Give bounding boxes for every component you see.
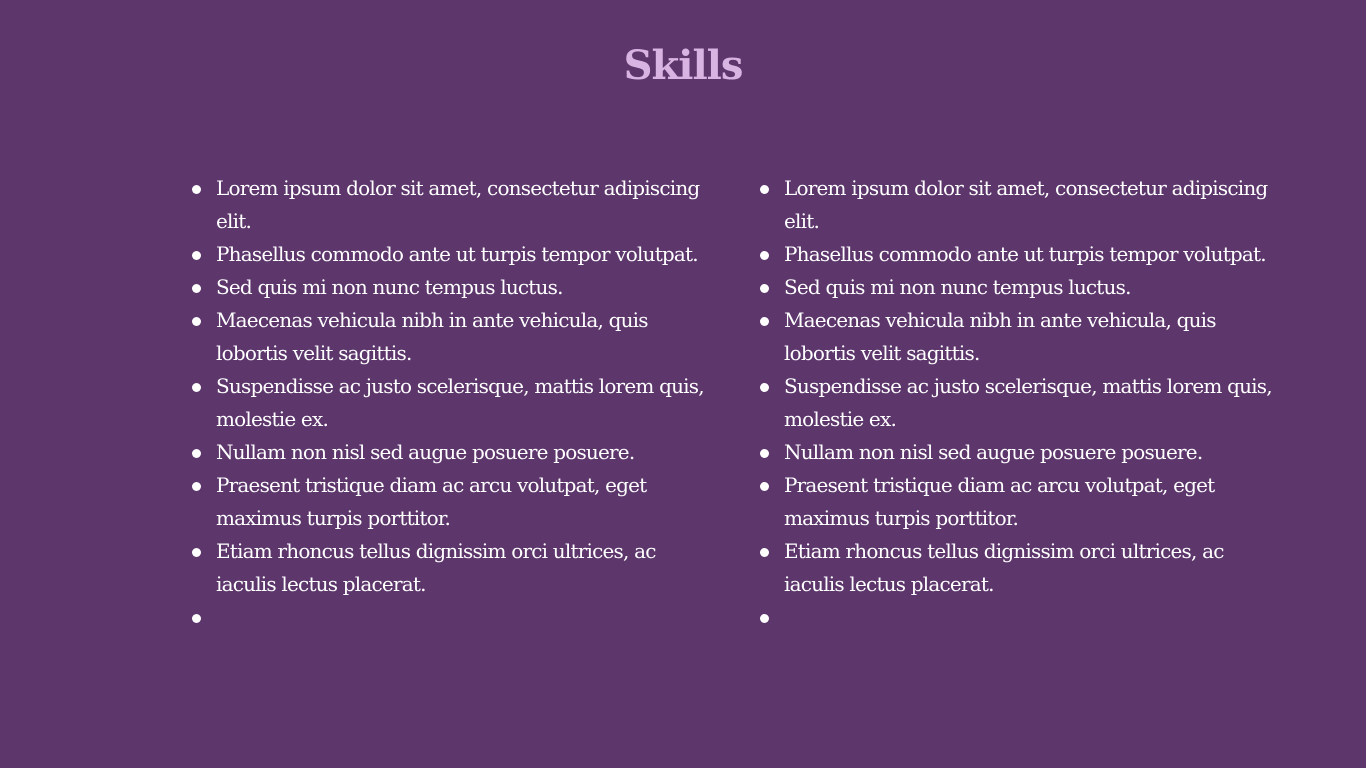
bullet-dot-icon	[192, 383, 201, 392]
list-item: Lorem ipsum dolor sit amet, consectetur …	[192, 172, 712, 238]
bullet-dot-icon	[760, 614, 769, 623]
list-item-text: Lorem ipsum dolor sit amet, consectetur …	[784, 176, 1268, 233]
skills-list-left: Lorem ipsum dolor sit amet, consectetur …	[192, 172, 712, 634]
list-item-text: Maecenas vehicula nibh in ante vehicula,…	[216, 308, 649, 365]
list-item-text: Suspendisse ac justo scelerisque, mattis…	[216, 374, 705, 431]
list-item-text: Etiam rhoncus tellus dignissim orci ultr…	[216, 539, 656, 596]
bullet-dot-icon	[192, 317, 201, 326]
list-item-text: Etiam rhoncus tellus dignissim orci ultr…	[784, 539, 1224, 596]
list-item: Sed quis mi non nunc tempus luctus.	[760, 271, 1280, 304]
list-item-text: Praesent tristique diam ac arcu volutpat…	[216, 473, 647, 530]
list-item: Nullam non nisl sed augue posuere posuer…	[760, 436, 1280, 469]
bullet-dot-icon	[192, 449, 201, 458]
list-item-text: Suspendisse ac justo scelerisque, mattis…	[784, 374, 1273, 431]
list-item: Sed quis mi non nunc tempus luctus.	[192, 271, 712, 304]
list-item: Phasellus commodo ante ut turpis tempor …	[192, 238, 712, 271]
list-item-text: Nullam non nisl sed augue posuere posuer…	[784, 440, 1203, 464]
list-item: Etiam rhoncus tellus dignissim orci ultr…	[192, 535, 712, 601]
list-item: Maecenas vehicula nibh in ante vehicula,…	[192, 304, 712, 370]
bullet-dot-icon	[760, 383, 769, 392]
bullet-dot-icon	[760, 482, 769, 491]
bullet-dot-icon	[760, 548, 769, 557]
list-item-text: Praesent tristique diam ac arcu volutpat…	[784, 473, 1215, 530]
list-item-empty	[192, 601, 712, 634]
list-item-text: Maecenas vehicula nibh in ante vehicula,…	[784, 308, 1217, 365]
bullet-dot-icon	[192, 251, 201, 260]
bullet-dot-icon	[192, 614, 201, 623]
list-item-empty	[760, 601, 1280, 634]
slide-title: Skills	[623, 42, 744, 89]
bullet-dot-icon	[192, 284, 201, 293]
list-item-text: Sed quis mi non nunc tempus luctus.	[216, 275, 563, 299]
list-item-text: Phasellus commodo ante ut turpis tempor …	[216, 242, 699, 266]
bullet-dot-icon	[192, 548, 201, 557]
bullet-dot-icon	[192, 185, 201, 194]
list-item: Lorem ipsum dolor sit amet, consectetur …	[760, 172, 1280, 238]
list-item: Phasellus commodo ante ut turpis tempor …	[760, 238, 1280, 271]
bullet-dot-icon	[760, 284, 769, 293]
bullet-dot-icon	[760, 185, 769, 194]
list-item-text: Phasellus commodo ante ut turpis tempor …	[784, 242, 1267, 266]
list-item: Praesent tristique diam ac arcu volutpat…	[192, 469, 712, 535]
list-item: Suspendisse ac justo scelerisque, mattis…	[192, 370, 712, 436]
bullet-dot-icon	[760, 449, 769, 458]
list-item: Praesent tristique diam ac arcu volutpat…	[760, 469, 1280, 535]
skills-list-right: Lorem ipsum dolor sit amet, consectetur …	[760, 172, 1280, 634]
bullet-dot-icon	[192, 482, 201, 491]
list-item-text: Sed quis mi non nunc tempus luctus.	[784, 275, 1131, 299]
list-item: Maecenas vehicula nibh in ante vehicula,…	[760, 304, 1280, 370]
list-item: Suspendisse ac justo scelerisque, mattis…	[760, 370, 1280, 436]
list-item: Nullam non nisl sed augue posuere posuer…	[192, 436, 712, 469]
list-item: Etiam rhoncus tellus dignissim orci ultr…	[760, 535, 1280, 601]
bullet-dot-icon	[760, 317, 769, 326]
list-item-text: Nullam non nisl sed augue posuere posuer…	[216, 440, 635, 464]
list-item-text: Lorem ipsum dolor sit amet, consectetur …	[216, 176, 700, 233]
bullet-dot-icon	[760, 251, 769, 260]
